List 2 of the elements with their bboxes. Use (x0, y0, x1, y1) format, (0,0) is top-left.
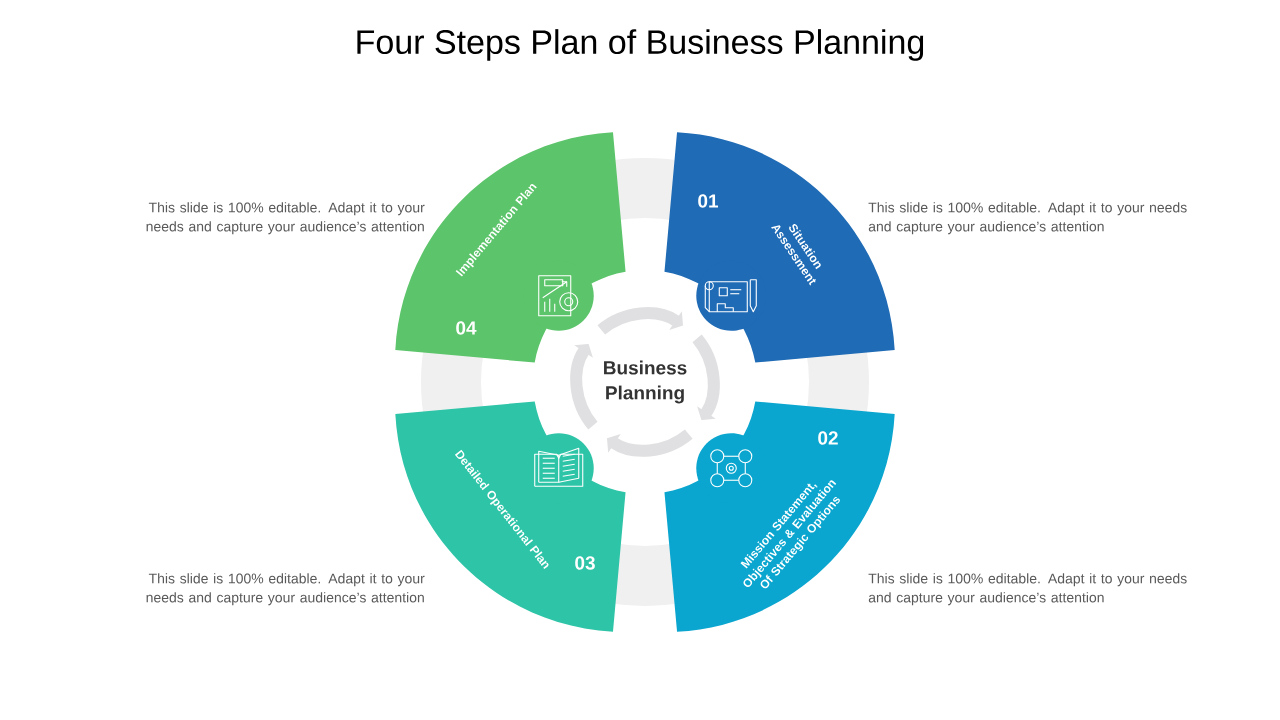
title: Four Steps Plan of Business Planning (357, 29, 924, 61)
center-label: Business Planning (604, 360, 687, 404)
